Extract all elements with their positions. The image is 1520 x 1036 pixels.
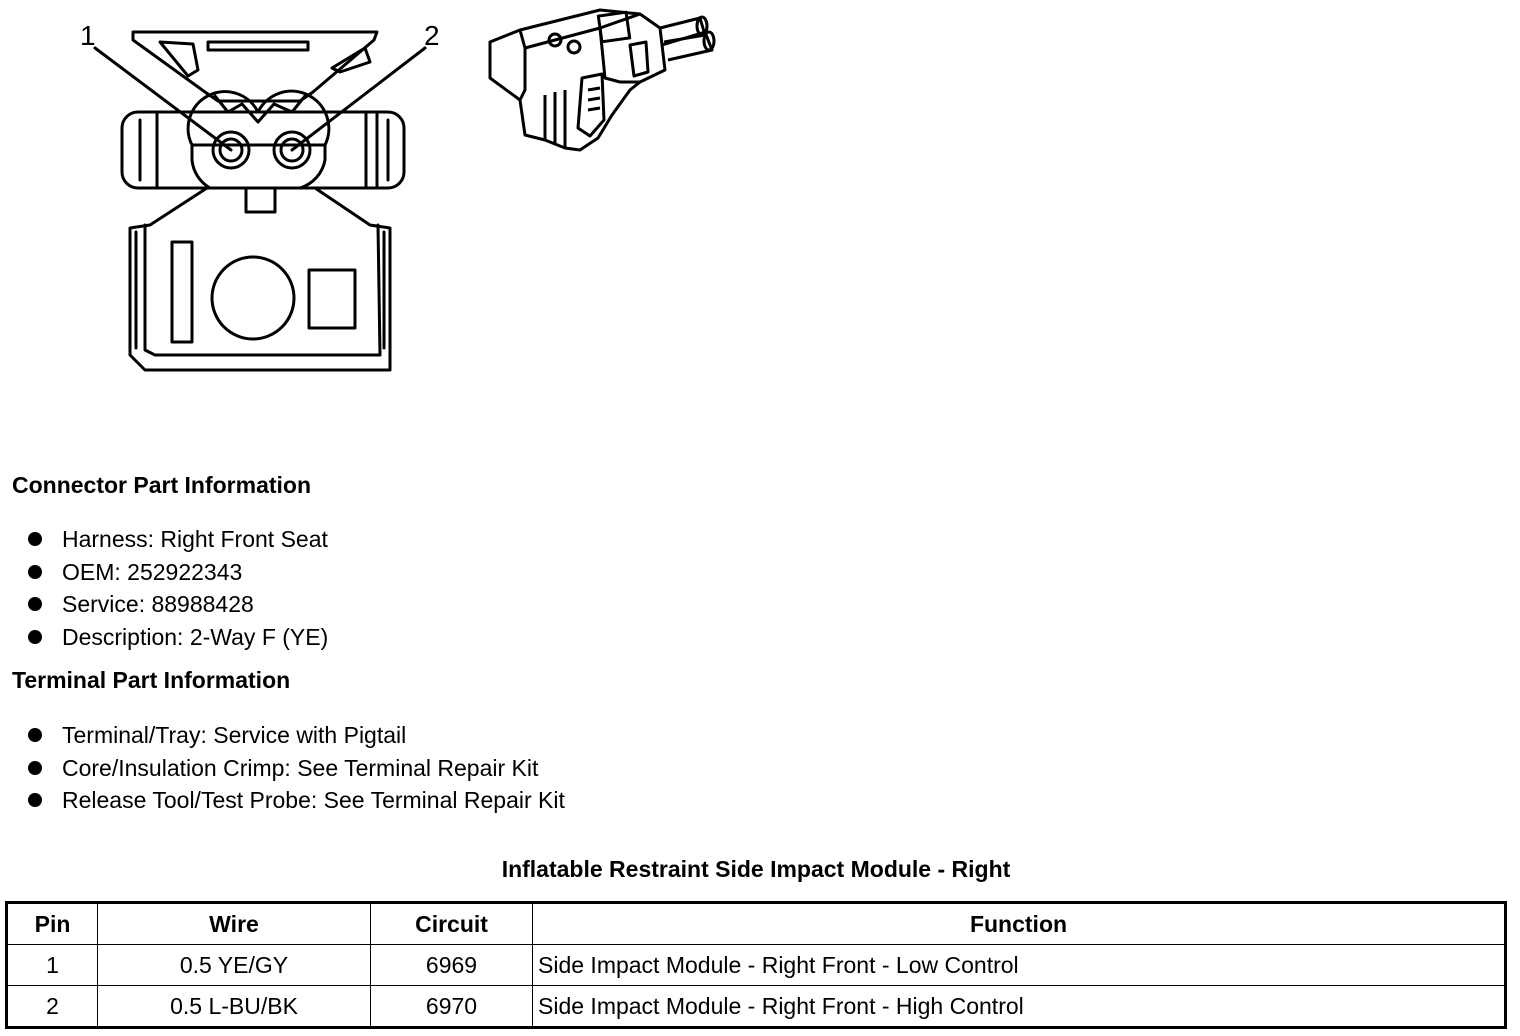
header-function: Function	[532, 902, 1506, 945]
cell-circuit: 6970	[370, 985, 533, 1028]
terminal-info-title: Terminal Part Information	[12, 667, 291, 693]
cell-wire: 0.5 YE/GY	[97, 944, 371, 986]
pin-callout-2: 2	[424, 20, 440, 51]
bullet-icon	[28, 727, 42, 742]
list-item: Release Tool/Test Probe: See Terminal Re…	[28, 784, 565, 817]
header-circuit: Circuit	[370, 902, 533, 945]
bullet-icon	[28, 531, 42, 546]
header-pin: Pin	[6, 902, 98, 945]
table-title: Inflatable Restraint Side Impact Module …	[501, 856, 1011, 882]
list-item: Description: 2-Way F (YE)	[28, 621, 328, 654]
bullet-icon	[28, 597, 42, 612]
header-wire: Wire	[97, 902, 371, 945]
cell-wire: 0.5 L-BU/BK	[97, 985, 371, 1028]
pin-callout-1: 1	[80, 20, 96, 51]
list-item: Service: 88988428	[28, 588, 328, 621]
table-row: 1 0.5 YE/GY 6969 Side Impact Module - Ri…	[6, 944, 1506, 986]
list-item: Core/Insulation Crimp: See Terminal Repa…	[28, 752, 565, 785]
list-item: Terminal/Tray: Service with Pigtail	[28, 719, 565, 752]
bullet-icon	[28, 793, 42, 808]
cell-function: Side Impact Module - Right Front - High …	[532, 985, 1506, 1028]
terminal-info-list: Terminal/Tray: Service with Pigtail Core…	[28, 719, 565, 817]
bullet-icon	[28, 564, 42, 579]
connector-side-view-icon	[488, 8, 716, 152]
bullet-icon	[28, 629, 42, 644]
cell-function: Side Impact Module - Right Front - Low C…	[532, 944, 1506, 986]
list-item: Harness: Right Front Seat	[28, 523, 328, 556]
cell-circuit: 6969	[370, 944, 533, 986]
table-header-row: Pin Wire Circuit Function	[6, 902, 1506, 945]
connector-diagram: 1 2	[80, 8, 716, 372]
connector-info-list: Harness: Right Front Seat OEM: 252922343…	[28, 523, 328, 654]
list-item: OEM: 252922343	[28, 556, 328, 589]
cell-pin: 2	[6, 985, 98, 1028]
pin-table: Pin Wire Circuit Function 1 0.5 YE/GY 69…	[5, 901, 1507, 1029]
table-row: 2 0.5 L-BU/BK 6970 Side Impact Module - …	[6, 985, 1506, 1028]
connector-info-title: Connector Part Information	[12, 472, 312, 498]
bullet-icon	[28, 760, 42, 775]
cell-pin: 1	[6, 944, 98, 986]
